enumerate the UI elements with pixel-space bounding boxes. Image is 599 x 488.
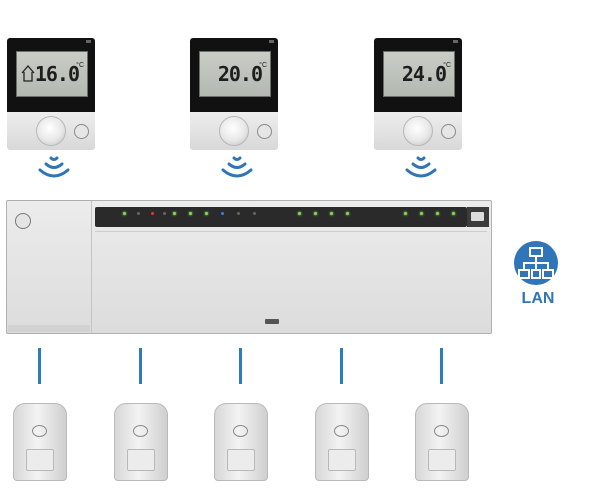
- wire-line: [239, 348, 242, 384]
- actuator-3: [214, 403, 268, 481]
- network-port: [471, 212, 484, 221]
- zone-led: [314, 212, 317, 215]
- controller-left-panel: [7, 201, 92, 333]
- zone-led: [330, 212, 333, 215]
- wire-line: [38, 348, 41, 384]
- actuator-1: [13, 403, 67, 481]
- status-led: [205, 212, 208, 215]
- thermostat-knob: [403, 116, 433, 146]
- thermostat-knob: [219, 116, 249, 146]
- thermostat-display: 16.0 °C: [16, 51, 88, 97]
- thermostat-display: 24.0 °C: [383, 51, 455, 97]
- thermostat-1: 16.0 °C: [7, 38, 95, 150]
- brand-logo-icon: [441, 124, 456, 139]
- thermostat-frame: 24.0 °C: [374, 38, 462, 112]
- wireless-signal-icon: [405, 156, 437, 178]
- brand-logo-icon: [334, 425, 349, 437]
- status-led: [253, 212, 256, 215]
- controller-port-plate: [467, 207, 489, 227]
- brand-logo-icon: [74, 124, 89, 139]
- temperature-readout: 24.0: [401, 62, 447, 86]
- thermostat-2: 20.0 °C: [190, 38, 278, 150]
- wireless-signal-icon: [38, 156, 70, 178]
- status-led: [163, 212, 166, 215]
- thermostat-frame: 16.0 °C: [7, 38, 95, 112]
- actuator-5: [415, 403, 469, 481]
- actuator-window: [428, 449, 456, 471]
- status-led: [189, 212, 192, 215]
- thermostat-body: [374, 112, 462, 150]
- brand-logo-icon: [32, 425, 47, 437]
- thermostat-body: [190, 112, 278, 150]
- indicator-mark: [269, 40, 274, 43]
- wire-line: [139, 348, 142, 384]
- lan-label: LAN: [521, 290, 555, 307]
- temperature-unit: °C: [76, 62, 84, 69]
- lan-network-icon: [514, 241, 558, 285]
- base-controller: [6, 200, 492, 334]
- status-led: [173, 212, 176, 215]
- temperature-readout: 20.0: [217, 62, 263, 86]
- zone-led: [298, 212, 301, 215]
- controller-clip: [265, 319, 279, 324]
- actuator-4: [315, 403, 369, 481]
- status-led: [137, 212, 140, 215]
- actuator-window: [127, 449, 155, 471]
- temperature-unit: °C: [443, 62, 451, 69]
- actuator-window: [227, 449, 255, 471]
- controller-bottom-edge: [8, 325, 90, 332]
- zone-led: [346, 212, 349, 215]
- house-icon: [21, 65, 35, 82]
- thermostat-frame: 20.0 °C: [190, 38, 278, 112]
- indicator-mark: [86, 40, 91, 43]
- indicator-mark: [453, 40, 458, 43]
- zone-led: [452, 212, 455, 215]
- thermostat-knob: [36, 116, 66, 146]
- brand-logo-icon: [257, 124, 272, 139]
- wire-line: [340, 348, 343, 384]
- status-led: [237, 212, 240, 215]
- zone-led: [420, 212, 423, 215]
- brand-logo-icon: [233, 425, 248, 437]
- actuator-window: [328, 449, 356, 471]
- thermostat-body: [7, 112, 95, 150]
- thermostat-3: 24.0 °C: [374, 38, 462, 150]
- temperature-unit: °C: [259, 62, 267, 69]
- controller-led-bar: [95, 207, 467, 227]
- zone-led: [404, 212, 407, 215]
- brand-logo-icon: [133, 425, 148, 437]
- status-led: [221, 212, 224, 215]
- status-led: [123, 212, 126, 215]
- wire-line: [440, 348, 443, 384]
- actuator-window: [26, 449, 54, 471]
- temperature-readout: 16.0: [34, 62, 80, 86]
- controller-groove: [95, 231, 487, 232]
- zone-led: [436, 212, 439, 215]
- actuator-2: [114, 403, 168, 481]
- brand-logo-icon: [15, 213, 31, 229]
- thermostat-display: 20.0 °C: [199, 51, 271, 97]
- actuator-shell: [315, 403, 369, 481]
- wireless-signal-icon: [221, 156, 253, 178]
- status-led: [151, 212, 154, 215]
- brand-logo-icon: [434, 425, 449, 437]
